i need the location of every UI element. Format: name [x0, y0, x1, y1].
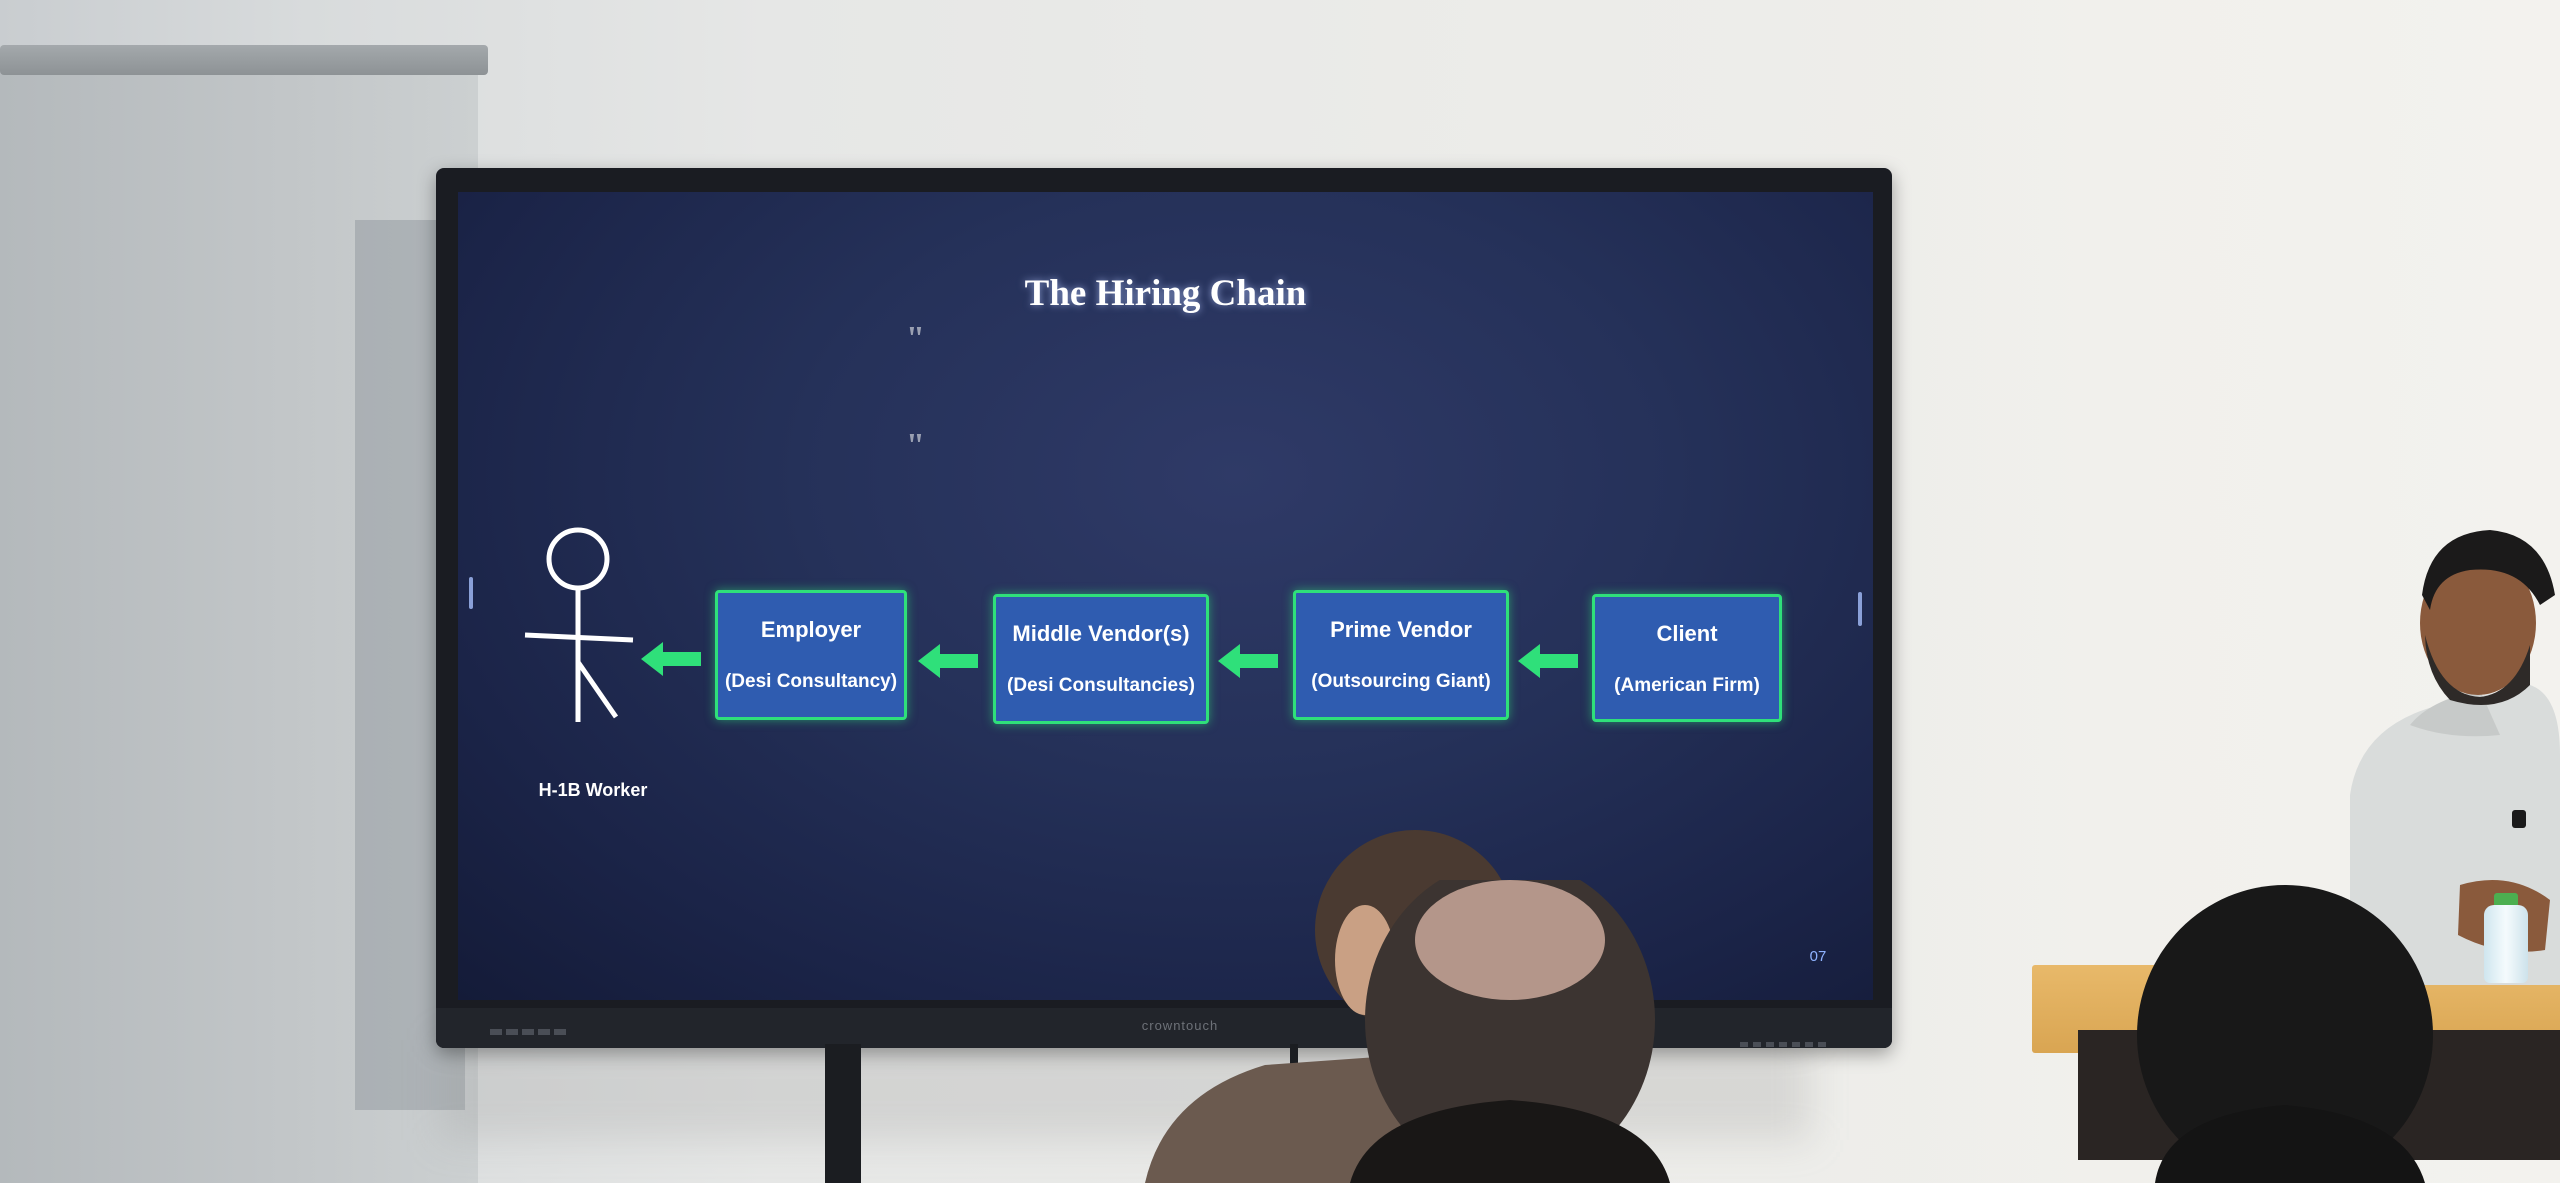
audience-member: [2137, 885, 2433, 1183]
chain-box-title: Employer: [760, 617, 862, 642]
tv-brand: crowntouch: [1141, 1018, 1219, 1033]
tv-stand: [825, 1044, 861, 1183]
quote-mark: ": [906, 320, 925, 357]
tv-side-buttons[interactable]: [1740, 1034, 1850, 1047]
chain-box-subtitle: (American Firm): [1614, 675, 1760, 696]
slide-nav-left[interactable]: [469, 577, 473, 609]
slide-title: The Hiring Chain: [1024, 273, 1307, 314]
chain-box-subtitle: (Outsourcing Giant): [1311, 671, 1491, 692]
chain-box-prime-vendor: Prime Vendor (Outsourcing Giant): [1293, 590, 1509, 720]
tv-front-buttons[interactable]: [490, 1022, 610, 1035]
chain-box-title: Prime Vendor: [1330, 617, 1472, 642]
slide-number: 07: [1809, 948, 1827, 965]
chain-box-subtitle: (Desi Consultancies): [1007, 675, 1195, 696]
chain-box-title: Middle Vendor(s): [1012, 621, 1190, 646]
left-arrow-icon: [1218, 644, 1278, 678]
audience-member: [1350, 880, 1670, 1183]
water-bottle: [2484, 905, 2528, 983]
window-blind: [0, 55, 478, 1183]
stick-figure-icon: [524, 527, 634, 722]
slide: The Hiring Chain " " H-1B Worker Employe…: [458, 192, 1873, 1000]
left-arrow-icon: [1518, 644, 1578, 678]
chain-box-client: Client (American Firm): [1592, 594, 1782, 722]
chain-box-title: Client: [1656, 621, 1718, 646]
chain-box-middle-vendor: Middle Vendor(s) (Desi Consultancies): [993, 594, 1209, 724]
left-arrow-icon: [641, 642, 701, 676]
slide-nav-right[interactable]: [1858, 592, 1862, 626]
worker-label: H-1B Worker: [538, 780, 648, 800]
chain-box-employer: Employer (Desi Consultancy): [715, 590, 907, 720]
left-arrow-icon: [918, 644, 978, 678]
quote-mark: ": [906, 427, 925, 464]
chain-box-subtitle: (Desi Consultancy): [724, 671, 898, 692]
blind-rail: [0, 45, 488, 75]
